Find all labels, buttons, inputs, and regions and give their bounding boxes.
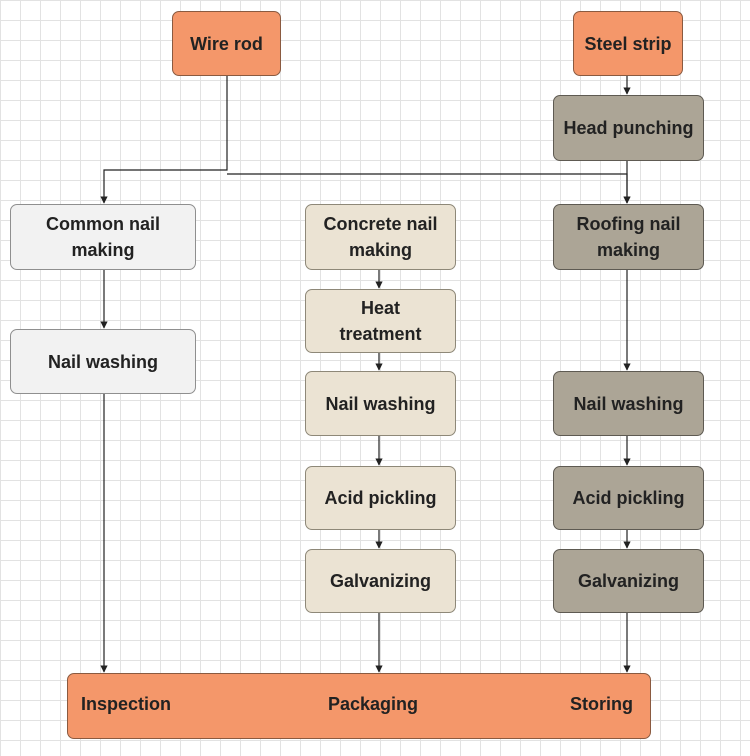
roofing-nail-making-label: Roofing nail making (576, 214, 681, 260)
inspection-label: Inspection (81, 694, 172, 714)
concrete-nail-making-label: Concrete nail making (323, 214, 438, 260)
common-nail-making-label: Common nail making (45, 214, 160, 260)
roofing-galvanizing-node: Galvanizing (553, 549, 704, 613)
wire-rod-connector (100, 76, 228, 204)
packaging-label: Packaging (328, 694, 419, 714)
roofing-galvanizing-label: Galvanizing (577, 571, 680, 591)
concrete-acid-pickling-node: Acid pickling (305, 466, 456, 530)
wire-rod-to-roofing-connector (227, 173, 631, 204)
concrete-galvanizing-label: Galvanizing (329, 571, 432, 591)
steel-strip-node: Steel strip (573, 11, 683, 76)
wire-rod-node: Wire rod (172, 11, 281, 76)
heat-treatment-node: Heat treatment (305, 289, 456, 353)
concrete-acid-pickling-label: Acid pickling (324, 488, 437, 508)
heat-treatment-label: Heat treatment (339, 298, 422, 344)
storing-label: Storing (570, 694, 633, 714)
common-nail-washing-node: Nail washing (10, 329, 196, 394)
roofing-acid-pickling-node: Acid pickling (553, 466, 704, 530)
common-nail-making-node: Common nail making (10, 204, 196, 270)
concrete-nail-washing-node: Nail washing (305, 371, 456, 436)
roofing-nail-washing-node: Nail washing (553, 371, 704, 436)
wire-rod-label: Wire rod (190, 33, 263, 54)
steel-strip-label: Steel strip (584, 33, 672, 54)
concrete-galvanizing-node: Galvanizing (305, 549, 456, 613)
common-nail-washing-label: Nail washing (47, 351, 159, 372)
concrete-nail-making-node: Concrete nail making (305, 204, 456, 270)
head-punching-node: Head punching (553, 95, 704, 161)
head-punching-label: Head punching (563, 118, 694, 138)
roofing-nail-washing-label: Nail washing (573, 393, 684, 414)
final-stage-bar: Inspection Packaging Storing (67, 673, 651, 739)
concrete-nail-washing-label: Nail washing (325, 393, 436, 414)
roofing-nail-making-node: Roofing nail making (553, 204, 704, 270)
roofing-acid-pickling-label: Acid pickling (572, 488, 685, 508)
